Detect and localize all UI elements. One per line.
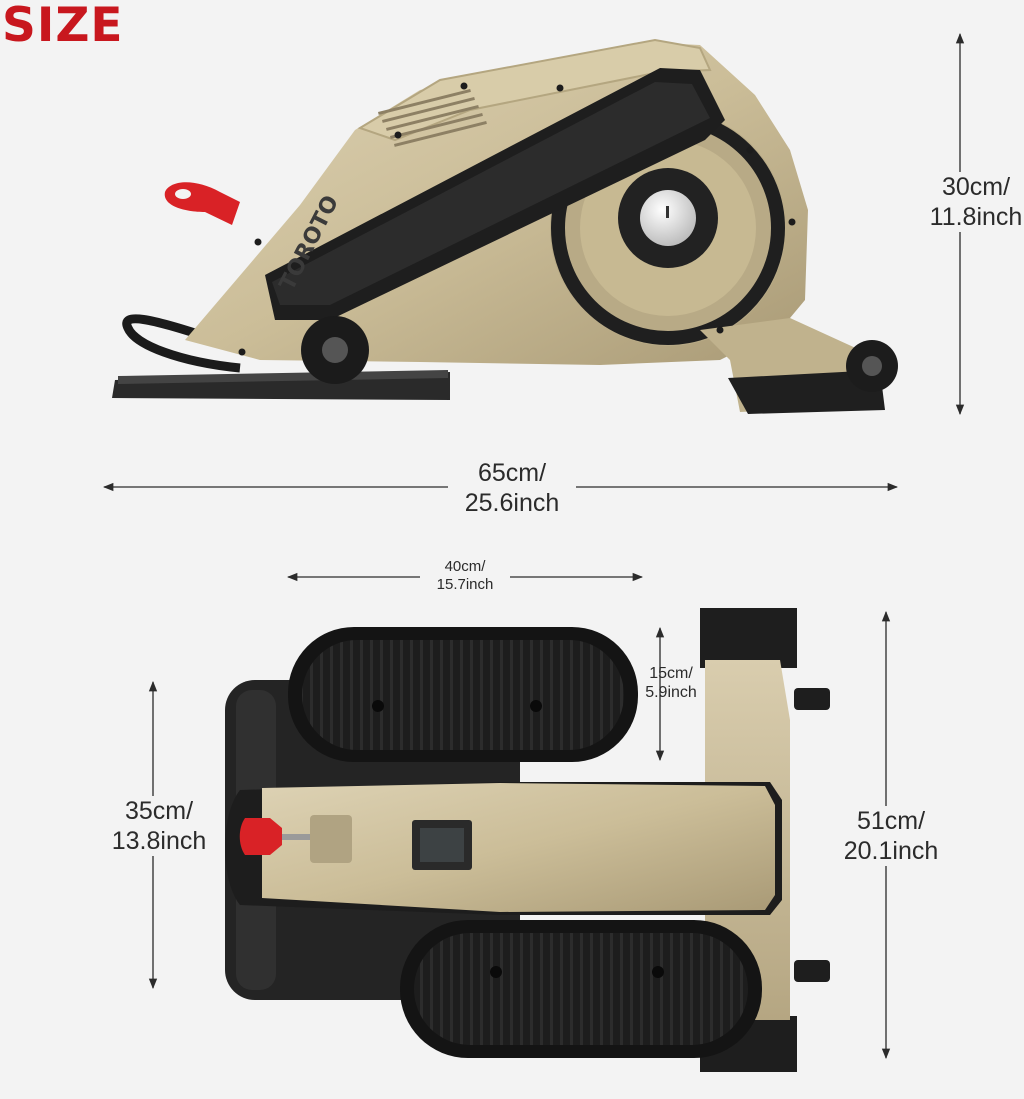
top-view <box>225 608 830 1072</box>
page-title: SIZE <box>2 0 124 53</box>
length-dimension-label: 65cm/ 25.6inch <box>448 458 576 518</box>
height-dimension-label: 30cm/ 11.8inch <box>925 172 1024 232</box>
pedal-spacing-dimension-label: 35cm/ 13.8inch <box>104 796 214 856</box>
side-view: TOROTO <box>112 38 898 414</box>
pedal-width-dimension-label: 15cm/ 5.9inch <box>645 665 697 702</box>
width-dimension-label: 51cm/ 20.1inch <box>836 806 946 866</box>
stride-dimension-label: 40cm/ 15.7inch <box>420 558 510 594</box>
